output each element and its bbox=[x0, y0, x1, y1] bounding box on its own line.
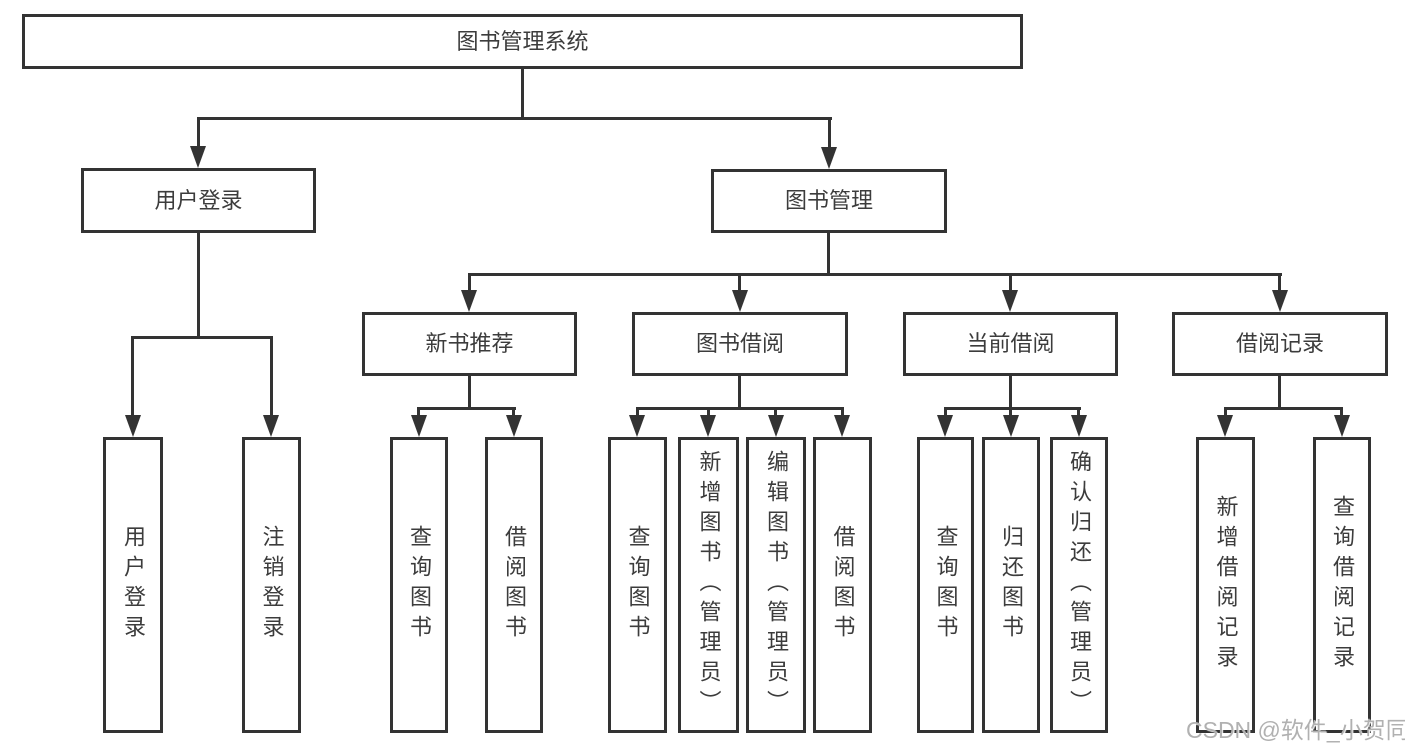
edge-bb-crossbar bbox=[636, 407, 843, 410]
arrowhead-cb-return bbox=[1003, 415, 1019, 437]
edge-to-user-login bbox=[197, 117, 200, 150]
node-leaf-bb-borrow: 借阅图书 bbox=[813, 437, 872, 733]
edge-to-book-mgmt bbox=[828, 117, 831, 150]
node-leaf-logout: 注销登录 bbox=[242, 437, 301, 733]
edge-to-current-borrow bbox=[1009, 273, 1012, 293]
arrowhead-nbr-query bbox=[411, 415, 427, 437]
node-user-login-label: 用户登录 bbox=[154, 187, 243, 213]
arrowhead-user-login bbox=[190, 146, 206, 168]
node-leaf-logout-label: 注销登录 bbox=[259, 525, 285, 645]
node-current-borrow: 当前借阅 bbox=[903, 312, 1118, 376]
node-leaf-cb-confirm: 确认归还（管理员） bbox=[1050, 437, 1108, 733]
node-leaf-bb-add: 新增图书（管理员） bbox=[678, 437, 739, 733]
arrowhead-br-add bbox=[1217, 415, 1233, 437]
edge-to-nbr-query bbox=[417, 407, 420, 421]
edge-to-bb-edit bbox=[774, 407, 777, 421]
node-leaf-nbr-borrow-label: 借阅图书 bbox=[502, 525, 527, 645]
arrowhead-book-borrow bbox=[732, 290, 748, 312]
arrowhead-book-mgmt bbox=[821, 147, 837, 169]
edge-to-bb-query bbox=[636, 407, 639, 421]
edge-book-mgmt-crossbar bbox=[468, 273, 1282, 276]
edge-to-nbr-borrow bbox=[512, 407, 515, 421]
node-leaf-nbr-borrow: 借阅图书 bbox=[485, 437, 543, 733]
node-borrow-record: 借阅记录 bbox=[1172, 312, 1388, 376]
node-root-system: 图书管理系统 bbox=[22, 14, 1023, 69]
edge-to-login bbox=[131, 336, 134, 421]
node-leaf-cb-return: 归还图书 bbox=[982, 437, 1040, 733]
node-leaf-bb-add-label: 新增图书（管理员） bbox=[696, 450, 722, 720]
edge-to-br-query bbox=[1340, 407, 1343, 421]
node-current-borrow-label: 当前借阅 bbox=[966, 331, 1055, 356]
node-user-login: 用户登录 bbox=[81, 168, 316, 233]
edge-to-borrow-record bbox=[1278, 273, 1281, 293]
arrowhead-login bbox=[125, 415, 141, 437]
node-leaf-cb-confirm-label: 确认归还（管理员） bbox=[1067, 450, 1092, 720]
edge-bb-trunk bbox=[738, 376, 741, 407]
node-leaf-bb-edit-label: 编辑图书（管理员） bbox=[764, 450, 789, 720]
edge-br-crossbar bbox=[1224, 407, 1342, 410]
node-leaf-br-query: 查询借阅记录 bbox=[1313, 437, 1371, 733]
edge-user-login-crossbar bbox=[132, 336, 273, 339]
edge-to-logout bbox=[270, 336, 273, 421]
arrowhead-bb-edit bbox=[768, 415, 784, 437]
node-leaf-br-add: 新增借阅记录 bbox=[1196, 437, 1255, 733]
edge-to-bb-borrow bbox=[841, 407, 844, 421]
node-leaf-bb-edit: 编辑图书（管理员） bbox=[746, 437, 806, 733]
node-leaf-login-label: 用户登录 bbox=[121, 525, 146, 645]
edge-cb-crossbar bbox=[944, 407, 1081, 410]
node-leaf-cb-query-label: 查询图书 bbox=[933, 525, 959, 645]
node-borrow-record-label: 借阅记录 bbox=[1235, 331, 1324, 356]
edge-to-book-borrow bbox=[738, 273, 741, 293]
node-book-borrow-label: 图书借阅 bbox=[695, 331, 784, 356]
node-leaf-bb-query: 查询图书 bbox=[608, 437, 667, 733]
edge-br-trunk bbox=[1278, 376, 1281, 407]
csdn-watermark: CSDN @软件_小贺同学 bbox=[1186, 717, 1405, 743]
arrowhead-nbr-borrow bbox=[506, 415, 522, 437]
node-leaf-br-add-label: 新增借阅记录 bbox=[1213, 495, 1239, 675]
node-root-label: 图书管理系统 bbox=[456, 28, 589, 54]
edge-root-trunk bbox=[521, 69, 524, 117]
edge-user-login-trunk bbox=[197, 233, 200, 336]
edge-book-mgmt-trunk bbox=[827, 233, 830, 273]
node-new-book-rec: 新书推荐 bbox=[362, 312, 577, 376]
arrowhead-borrow-record bbox=[1272, 290, 1288, 312]
node-new-book-rec-label: 新书推荐 bbox=[425, 331, 514, 356]
arrowhead-logout bbox=[263, 415, 279, 437]
edge-to-new-book-rec bbox=[468, 273, 471, 293]
node-leaf-login: 用户登录 bbox=[103, 437, 163, 733]
arrowhead-new-book-rec bbox=[461, 290, 477, 312]
edge-to-cb-return bbox=[1009, 407, 1012, 421]
edge-root-crossbar bbox=[197, 117, 832, 120]
node-book-mgmt: 图书管理 bbox=[711, 169, 947, 233]
node-leaf-bb-borrow-label: 借阅图书 bbox=[830, 525, 856, 645]
edge-to-br-add bbox=[1224, 407, 1227, 421]
edge-to-cb-query bbox=[944, 407, 947, 421]
edge-nbr-trunk bbox=[468, 376, 471, 407]
arrowhead-cb-confirm bbox=[1071, 415, 1087, 437]
node-leaf-cb-query: 查询图书 bbox=[917, 437, 974, 733]
node-book-borrow: 图书借阅 bbox=[632, 312, 848, 376]
arrowhead-bb-query bbox=[629, 415, 645, 437]
edge-to-cb-confirm bbox=[1077, 407, 1080, 421]
node-leaf-cb-return-label: 归还图书 bbox=[999, 525, 1024, 645]
arrowhead-bb-borrow bbox=[834, 415, 850, 437]
node-leaf-nbr-query: 查询图书 bbox=[390, 437, 448, 733]
edge-to-bb-add bbox=[707, 407, 710, 421]
node-leaf-br-query-label: 查询借阅记录 bbox=[1330, 495, 1355, 675]
arrowhead-cb-query bbox=[937, 415, 953, 437]
node-book-mgmt-label: 图书管理 bbox=[784, 188, 873, 213]
edge-cb-trunk bbox=[1009, 376, 1012, 407]
arrowhead-bb-add bbox=[700, 415, 716, 437]
node-leaf-bb-query-label: 查询图书 bbox=[625, 525, 651, 645]
node-leaf-nbr-query-label: 查询图书 bbox=[407, 525, 432, 645]
edge-nbr-crossbar bbox=[417, 407, 516, 410]
arrowhead-br-query bbox=[1334, 415, 1350, 437]
arrowhead-current-borrow bbox=[1002, 290, 1018, 312]
